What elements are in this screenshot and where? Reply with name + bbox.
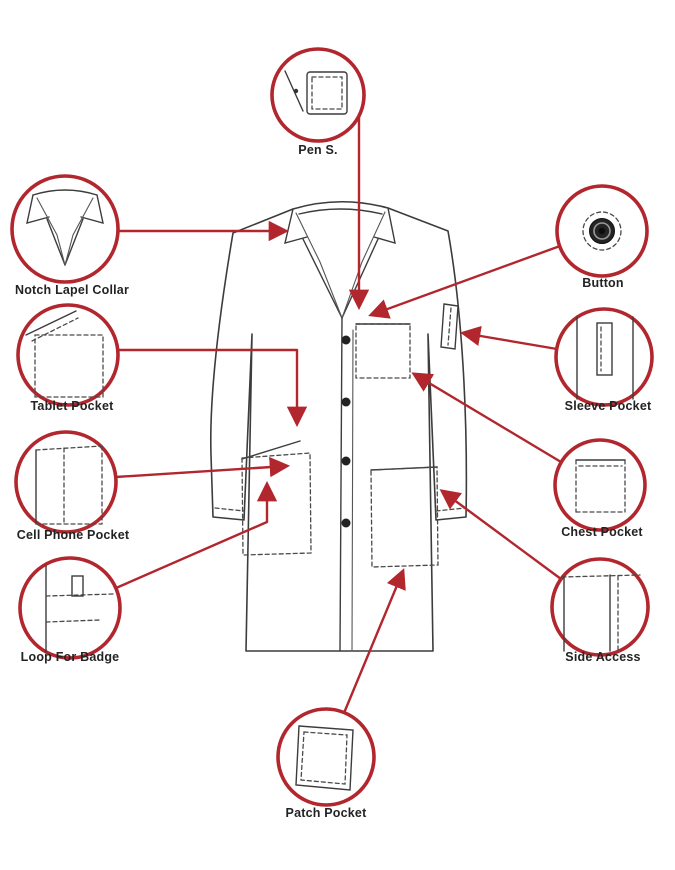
connector-loop-for-badge (115, 480, 278, 590)
coat-chest-pocket (355, 323, 411, 379)
label-loop-for-badge: Loop For Badge (20, 650, 120, 664)
label-sleeve-pocket: Sleeve Pocket (564, 399, 652, 413)
coat-left-collar (284, 208, 308, 244)
pen-slot-sketch (284, 70, 348, 115)
callout-ring-patch-pocket (276, 707, 376, 807)
callout-notch-lapel-collar (10, 174, 120, 284)
callout-ring-cell-phone-pocket (14, 430, 118, 534)
callout-loop-for-badge (18, 556, 122, 660)
sleeve-pocket-sketch (576, 316, 634, 400)
coat-right-neckline (341, 211, 386, 319)
button-sketch (582, 211, 622, 251)
lab-coat-illustration (209, 200, 468, 652)
coat-sleeve-pocket (440, 303, 459, 350)
coat-left-lapel (302, 238, 343, 319)
coat-button-3 (341, 456, 351, 466)
connector-patch-pocket (342, 568, 406, 714)
coat-back-collar (298, 208, 383, 215)
label-tablet-pocket: Tablet Pocket (30, 399, 114, 413)
callout-tablet-pocket (16, 303, 120, 407)
coat-button-1 (341, 335, 351, 345)
callout-button (555, 184, 649, 278)
callout-ring-pen-slot (270, 47, 366, 143)
label-side-access: Side Access (565, 650, 641, 664)
coat-right-collar (373, 207, 396, 244)
connector-side-access (439, 489, 562, 580)
callout-ring-side-access (550, 557, 650, 657)
label-chest-pocket: Chest Pocket (561, 525, 643, 539)
callout-cell-phone-pocket (14, 430, 118, 534)
coat-outline (209, 200, 468, 652)
loop-for-badge-sketch (45, 565, 115, 653)
callout-chest-pocket (553, 438, 647, 532)
coat-front-edge (339, 317, 343, 652)
cell-phone-pocket-sketch (35, 445, 103, 525)
callout-pen-slot (270, 47, 366, 143)
callout-ring-sleeve-pocket (554, 307, 654, 407)
connector-button (368, 244, 561, 319)
label-button: Button (582, 276, 624, 290)
connector-sleeve-pocket (459, 325, 558, 351)
callout-sleeve-pocket (554, 307, 654, 407)
callout-ring-notch-lapel-collar (10, 174, 120, 284)
coat-button-4 (341, 518, 351, 528)
tablet-pocket-sketch (25, 310, 104, 398)
coat-button-2 (341, 397, 351, 407)
coat-left-cuff-stitch (214, 507, 245, 512)
chest-pocket-sketch (575, 459, 626, 513)
label-cell-phone-pocket: Cell Phone Pocket (16, 528, 130, 542)
label-patch-pocket: Patch Pocket (285, 806, 367, 820)
callout-side-access (550, 557, 650, 657)
coat-sleeve-pocket-stitch (447, 307, 452, 346)
connector-cell-phone-pocket (115, 456, 291, 479)
callout-ring-tablet-pocket (16, 303, 120, 407)
label-pen-slot: Pen S. (298, 143, 338, 157)
coat-front-overlap (351, 329, 354, 652)
coat-left-pocket (241, 452, 312, 556)
connector-tablet-pocket (118, 348, 308, 428)
label-notch-lapel-collar: Notch Lapel Collar (14, 283, 130, 297)
patch-pocket-sketch (295, 725, 354, 791)
coat-left-pocket-flap (241, 440, 301, 460)
connector-chest-pocket (411, 372, 562, 464)
callout-patch-pocket (276, 707, 376, 807)
callout-ring-loop-for-badge (18, 556, 122, 660)
side-access-sketch (561, 574, 641, 652)
notch-lapel-collar-sketch (26, 189, 104, 266)
coat-right-pocket (370, 466, 439, 568)
connector-lines (115, 117, 562, 714)
callout-ring-chest-pocket (553, 438, 647, 532)
coat-left-neckline (295, 212, 343, 319)
